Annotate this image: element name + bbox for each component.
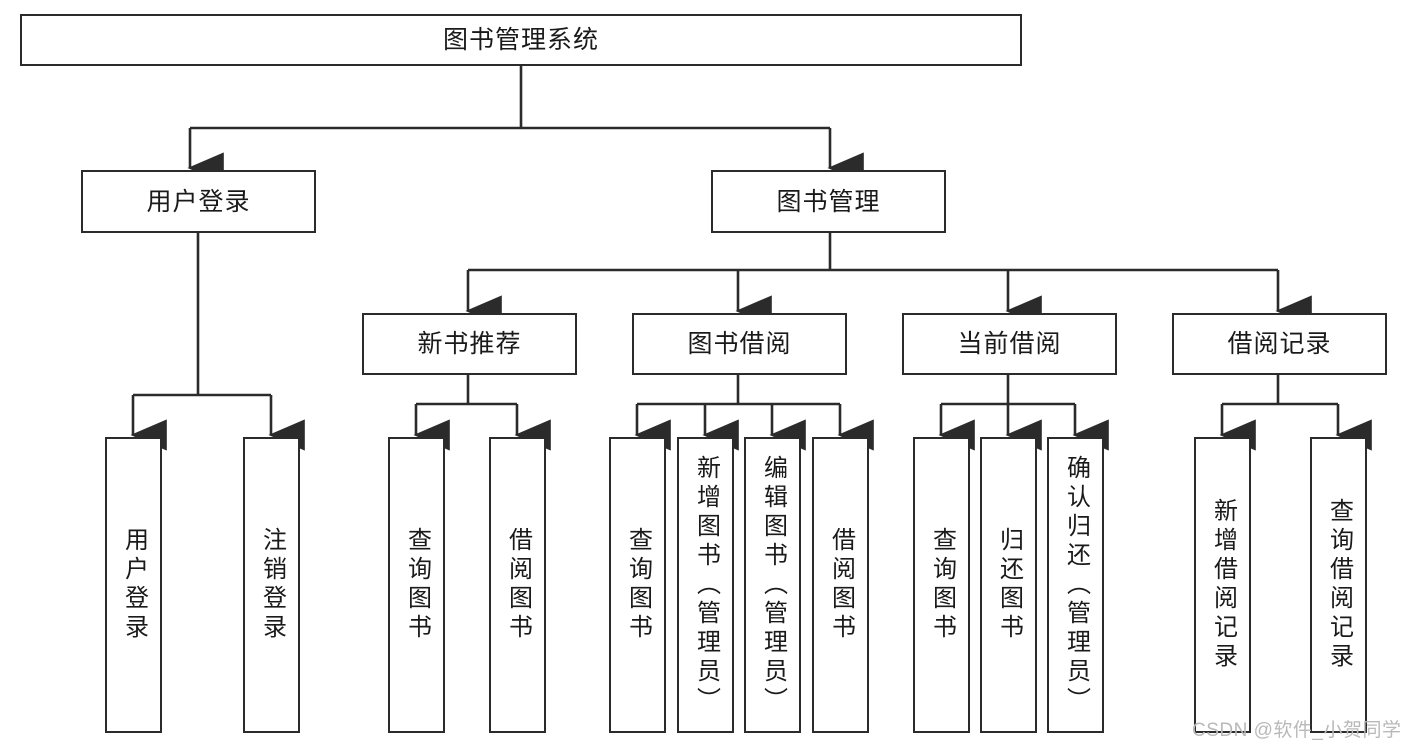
edges — [130, 66, 1372, 451]
node-leaf-borrow-book-1[interactable]: 借阅图书 — [489, 437, 546, 733]
node-leaf-borrow-book-2-label: 借阅图书 — [827, 527, 855, 643]
node-leaf-query-book-2[interactable]: 查询图书 — [609, 437, 666, 733]
node-leaf-query-book-2-label: 查询图书 — [624, 527, 652, 643]
node-root-system[interactable]: 图书管理系统 — [20, 14, 1022, 66]
node-leaf-return-book-label: 归还图书 — [995, 527, 1023, 643]
node-leaf-logout[interactable]: 注销登录 — [243, 437, 300, 733]
node-user-login-label: 用户登录 — [146, 187, 251, 216]
node-leaf-query-book-1[interactable]: 查询图书 — [388, 437, 445, 733]
node-leaf-add-book-label: 新增图书（管理员） — [692, 454, 720, 716]
node-book-manage-label: 图书管理 — [776, 187, 881, 216]
node-current-borrow[interactable]: 当前借阅 — [902, 313, 1117, 375]
node-leaf-user-login[interactable]: 用户登录 — [105, 437, 162, 733]
node-new-book-recommend[interactable]: 新书推荐 — [362, 313, 577, 375]
node-leaf-borrow-book-2[interactable]: 借阅图书 — [812, 437, 869, 733]
node-book-borrow-label: 图书借阅 — [687, 330, 792, 358]
node-leaf-query-book-3[interactable]: 查询图书 — [913, 437, 970, 733]
node-borrow-record[interactable]: 借阅记录 — [1172, 313, 1387, 375]
node-new-book-recommend-label: 新书推荐 — [417, 330, 522, 358]
node-leaf-add-record-label: 新增借阅记录 — [1209, 498, 1237, 672]
node-leaf-user-login-label: 用户登录 — [120, 527, 148, 643]
node-leaf-edit-book-label: 编辑图书（管理员） — [759, 454, 787, 716]
node-leaf-return-book[interactable]: 归还图书 — [980, 437, 1037, 733]
node-leaf-edit-book[interactable]: 编辑图书（管理员） — [744, 437, 801, 733]
node-leaf-confirm-return[interactable]: 确认归还（管理员） — [1047, 437, 1104, 733]
node-leaf-logout-label: 注销登录 — [258, 527, 286, 643]
node-leaf-add-record[interactable]: 新增借阅记录 — [1194, 437, 1251, 733]
node-leaf-query-book-3-label: 查询图书 — [928, 527, 956, 643]
node-root-system-label: 图书管理系统 — [442, 26, 599, 54]
node-leaf-query-record[interactable]: 查询借阅记录 — [1310, 437, 1367, 733]
node-current-borrow-label: 当前借阅 — [957, 330, 1062, 358]
node-borrow-record-label: 借阅记录 — [1227, 330, 1332, 358]
node-user-login[interactable]: 用户登录 — [81, 170, 316, 233]
node-leaf-add-book[interactable]: 新增图书（管理员） — [677, 437, 734, 733]
node-leaf-query-record-label: 查询借阅记录 — [1325, 498, 1353, 672]
node-leaf-query-book-1-label: 查询图书 — [403, 527, 431, 643]
node-leaf-borrow-book-1-label: 借阅图书 — [504, 527, 532, 643]
node-leaf-confirm-return-label: 确认归还（管理员） — [1062, 454, 1090, 716]
node-book-manage[interactable]: 图书管理 — [711, 170, 946, 233]
node-book-borrow[interactable]: 图书借阅 — [632, 313, 847, 375]
